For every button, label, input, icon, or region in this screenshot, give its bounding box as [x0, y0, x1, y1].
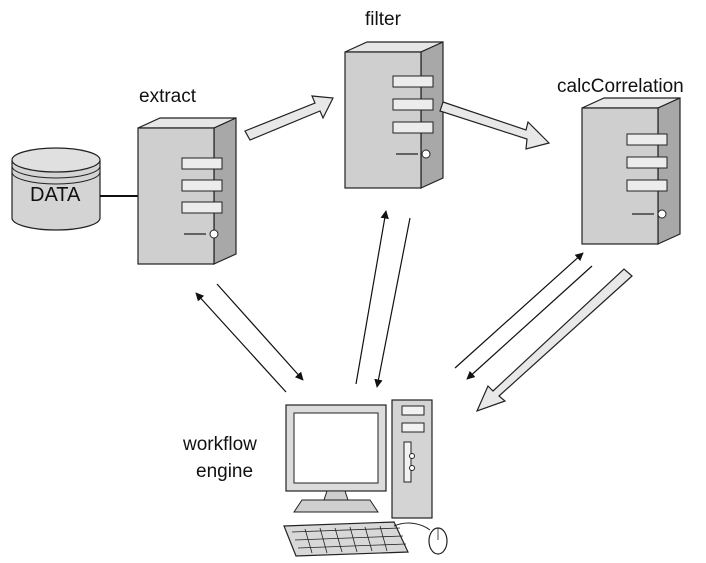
flow-arrow-extract-filter [244, 95, 334, 141]
control-arrow-calc-up [454, 252, 584, 369]
control-arrow-extract-down [216, 283, 304, 381]
engine-label-line2: engine [196, 461, 254, 482]
control-arrow-filter-up [355, 210, 389, 385]
filter-label: filter [365, 9, 401, 30]
data-store-label: DATA [30, 184, 81, 206]
filter-server-icon [344, 41, 444, 189]
engine-label-line1: workflow [183, 434, 257, 455]
control-arrow-calc-down [466, 265, 593, 380]
calc-label: calcCorrelation [557, 76, 684, 97]
workstation-icon [283, 399, 448, 557]
flow-arrow-calc-engine [475, 268, 633, 413]
control-arrow-extract-up [195, 292, 287, 393]
control-arrow-filter-down [374, 217, 411, 388]
extract-label: extract [139, 86, 197, 107]
flow-arrow-filter-calc [439, 101, 551, 150]
extract-server-icon [137, 117, 237, 265]
calc-server-icon [581, 97, 681, 245]
data-store-icon [11, 147, 101, 231]
